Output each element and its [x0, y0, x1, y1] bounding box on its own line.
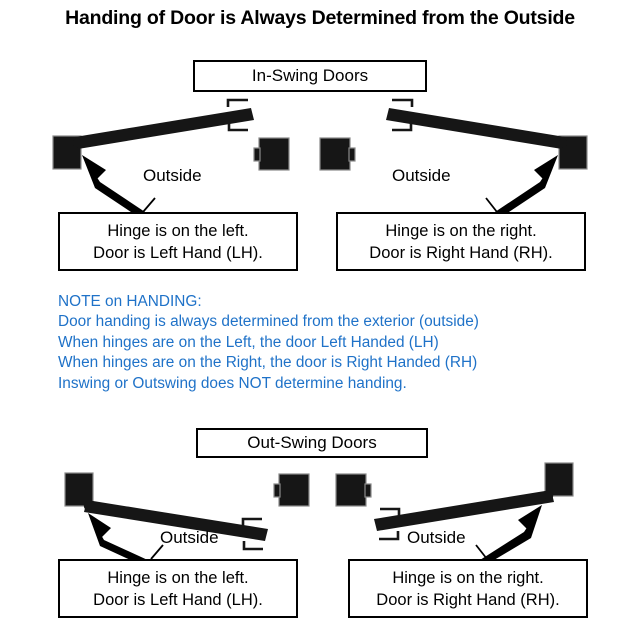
hinge-mark-lower [392, 122, 413, 132]
door-panel [386, 108, 565, 149]
outside-label-inswing-left: Outside [143, 166, 202, 185]
note-line-2: When hinges are on the Left, the door Le… [58, 333, 439, 351]
callout-outswing-right: Hinge is on the right. Door is Right Han… [348, 559, 588, 618]
note-line-4: Inswing or Outswing does NOT determine h… [58, 374, 407, 392]
callout-line-2: Door is Left Hand (LH). [93, 244, 263, 262]
note-line-1: Door handing is always determined from t… [58, 313, 479, 331]
callout-outswing-left: Hinge is on the left. Door is Left Hand … [58, 559, 298, 618]
hinge-mark-lower [379, 531, 400, 541]
hinge-jamb-block [52, 135, 82, 170]
hinge-pivot [83, 501, 93, 511]
handing-note: NOTE on HANDING: Door handing is always … [58, 292, 588, 394]
door-outswing-left [64, 472, 310, 568]
door-inswing-right [319, 98, 588, 220]
hinge-jamb-block [64, 472, 94, 507]
section-label-inswing: In-Swing Doors [193, 60, 427, 92]
callout-arrow-head [518, 505, 542, 531]
hinge-jamb-block [544, 462, 574, 497]
callout-inswing-right: Hinge is on the right. Door is Right Han… [336, 212, 586, 271]
hinge-mark-upper [392, 98, 414, 107]
hinge-pivot [544, 491, 554, 501]
callout-line-1: Hinge is on the left. [107, 222, 249, 240]
callout-arrow [492, 155, 558, 220]
strike-jamb-block-left [273, 473, 310, 507]
outside-label-outswing-left: Outside [160, 528, 219, 547]
hinge-jamb-block [558, 135, 588, 170]
outside-label-inswing-right: Outside [392, 166, 451, 185]
note-heading: NOTE on HANDING: [58, 293, 202, 310]
strike-jamb-block-right [335, 473, 372, 507]
door-inswing-left [52, 98, 290, 220]
hinge-mark-upper [241, 517, 262, 526]
strike-jamb-block-right [319, 137, 356, 171]
callout-arrow [480, 505, 542, 566]
callout-arrow-head [534, 155, 558, 181]
leader-line-tl [142, 197, 156, 213]
leader-line-tr [485, 197, 498, 213]
callout-line-1: Hinge is on the right. [392, 569, 544, 587]
hinge-pivot [72, 138, 82, 148]
page-title: Handing of Door is Always Determined fro… [65, 7, 575, 29]
callout-line-1: Hinge is on the left. [107, 569, 249, 587]
strike-jamb-block-left [253, 137, 290, 171]
door-outswing-right [335, 462, 574, 566]
callout-line-1: Hinge is on the right. [385, 222, 537, 240]
leader-line-br [475, 544, 488, 560]
callout-arrow-head [82, 155, 106, 181]
hinge-mark-lower [227, 122, 248, 132]
note-line-3: When hinges are on the Right, the door i… [58, 354, 478, 372]
outside-label-outswing-right: Outside [407, 528, 466, 547]
callout-arrow [82, 155, 148, 220]
hinge-mark-lower [242, 541, 263, 551]
hinge-mark-upper [380, 507, 401, 516]
callout-line-2: Door is Right Hand (RH). [369, 244, 553, 262]
hinge-mark-upper [226, 98, 248, 107]
callout-inswing-left: Hinge is on the left. Door is Left Hand … [58, 212, 298, 271]
section-label-outswing: Out-Swing Doors [196, 428, 428, 458]
door-panel [374, 490, 554, 531]
callout-line-2: Door is Right Hand (RH). [376, 591, 560, 609]
hinge-pivot [558, 138, 568, 148]
callout-arrow-head [88, 513, 111, 539]
callout-line-2: Door is Left Hand (LH). [93, 591, 263, 609]
door-panel [75, 108, 254, 149]
